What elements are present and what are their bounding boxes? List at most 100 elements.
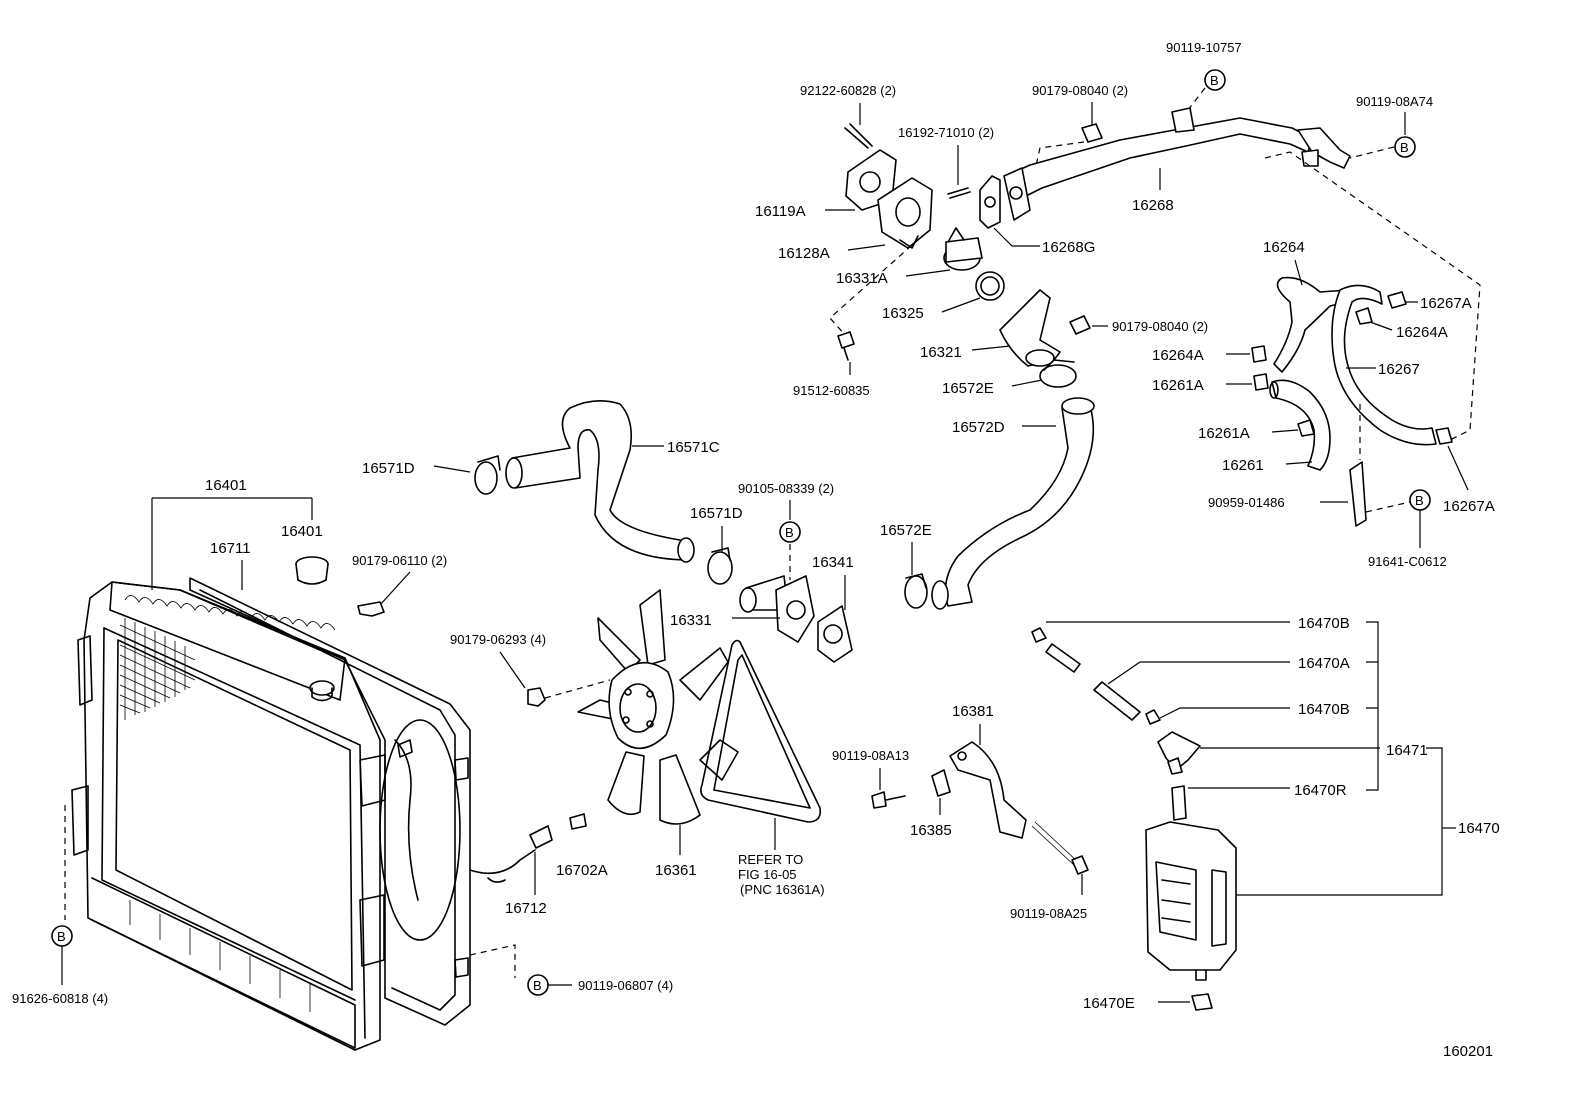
drain-plug-16470e[interactable] bbox=[1191, 993, 1213, 1011]
fan-shroud[interactable] bbox=[189, 577, 471, 1026]
drive-belt[interactable] bbox=[700, 639, 822, 823]
label-16331a: 16331A bbox=[836, 270, 888, 287]
label-16572e-mid: 16572E bbox=[880, 522, 932, 539]
svg-text:B: B bbox=[1400, 140, 1409, 155]
svg-text:B: B bbox=[533, 978, 542, 993]
svg-text:B: B bbox=[57, 929, 66, 944]
label-16572e-top: 16572E bbox=[942, 380, 994, 397]
label-90119-10757: 90119-10757 bbox=[1166, 40, 1242, 55]
label-90119-08a13: 90119-08A13 bbox=[832, 748, 909, 763]
hose-clamp-16261a-a[interactable] bbox=[1253, 373, 1269, 391]
callout-b-pipe-right: B bbox=[1394, 136, 1416, 158]
thermostat-16331a[interactable] bbox=[943, 227, 983, 271]
hose-clamp-16264a-left[interactable] bbox=[1251, 345, 1267, 363]
hose-clamp-16267a-bottom[interactable] bbox=[1435, 427, 1453, 445]
bolt-90179-08040-a[interactable] bbox=[1081, 123, 1103, 143]
water-outlet-16128a[interactable] bbox=[877, 177, 933, 249]
label-16385: 16385 bbox=[910, 822, 952, 839]
bolt-91512-60835[interactable] bbox=[837, 331, 855, 361]
reserve-tank-tube-16470r[interactable] bbox=[1171, 785, 1187, 821]
stud-92122-60828[interactable] bbox=[844, 123, 873, 149]
label-92122-60828: 92122-60828 (2) bbox=[800, 83, 896, 98]
hose-clamp-16264a-right[interactable] bbox=[1355, 307, 1373, 325]
label-16401-top: 16401 bbox=[205, 477, 247, 494]
label-16571d-mid: 16571D bbox=[690, 505, 743, 522]
svg-text:B: B bbox=[1210, 73, 1219, 88]
label-16470b-top: 16470B bbox=[1298, 615, 1350, 632]
callout-b-inlet: B bbox=[779, 521, 801, 543]
callout-b-bracket: B bbox=[1409, 489, 1431, 511]
hose-clamp-16572e-top[interactable] bbox=[1039, 359, 1077, 388]
label-16341: 16341 bbox=[812, 554, 854, 571]
reserve-tank-body[interactable] bbox=[1145, 821, 1237, 981]
fan-bracket-16381[interactable] bbox=[949, 741, 1027, 839]
callout-b-radiator: B bbox=[51, 925, 73, 947]
gasket-16341[interactable] bbox=[817, 605, 853, 663]
label-90179-06110: 90179-06110 (2) bbox=[352, 553, 447, 568]
hose-clamp-16261a-b[interactable] bbox=[1297, 419, 1315, 437]
label-91641-c0612: 91641-C0612 bbox=[1368, 554, 1447, 569]
water-outlet-16321[interactable] bbox=[999, 289, 1061, 367]
label-16712: 16712 bbox=[505, 900, 547, 917]
label-16401-cap: 16401 bbox=[281, 523, 323, 540]
label-90119-06807: 90119-06807 (4) bbox=[578, 978, 673, 993]
upper-radiator-hose[interactable] bbox=[505, 400, 695, 563]
radiator-label-group: 16401 16401 16711 bbox=[151, 477, 323, 590]
water-bypass-pipe[interactable] bbox=[1003, 107, 1351, 221]
spacer-16385[interactable] bbox=[931, 769, 951, 797]
label-16261a-a: 16261A bbox=[1152, 377, 1204, 394]
clip-16702a[interactable] bbox=[569, 813, 587, 830]
label-16702a: 16702A bbox=[556, 862, 608, 879]
label-90179-06293: 90179-06293 (4) bbox=[450, 632, 546, 647]
reserve-tank-hose-parts[interactable] bbox=[1031, 627, 1161, 725]
label-16571d-left: 16571D bbox=[362, 460, 415, 477]
label-refer-3: (PNC 16361A) bbox=[740, 882, 825, 897]
label-16571c: 16571C bbox=[667, 439, 720, 456]
label-90105-08339: 90105-08339 (2) bbox=[738, 481, 834, 496]
label-16361: 16361 bbox=[655, 862, 697, 879]
radiator-cap[interactable] bbox=[295, 556, 329, 585]
label-90119-08a74: 90119-08A74 bbox=[1356, 94, 1433, 109]
hose-clamp-16267a-top[interactable] bbox=[1387, 291, 1407, 309]
gasket-16268g[interactable] bbox=[979, 175, 1001, 229]
heater-hose-16267[interactable] bbox=[1331, 284, 1437, 446]
gasket-16325[interactable] bbox=[975, 271, 1005, 301]
label-16264a-right: 16264A bbox=[1396, 324, 1448, 341]
callout-b-pipe-top: B bbox=[1204, 69, 1226, 91]
radiator-assembly[interactable] bbox=[71, 581, 386, 1051]
bolt-90179-08040-b[interactable] bbox=[1069, 315, 1091, 335]
lower-radiator-hose[interactable] bbox=[931, 397, 1095, 610]
label-91512-60835: 91512-60835 bbox=[793, 383, 870, 398]
hose-clamp-left[interactable] bbox=[474, 455, 501, 495]
fan-wire-harness[interactable] bbox=[469, 825, 553, 883]
clip-90179-06110[interactable] bbox=[357, 601, 385, 617]
label-16267: 16267 bbox=[1378, 361, 1420, 378]
stud-16192-71010[interactable] bbox=[947, 187, 971, 199]
label-16128a: 16128A bbox=[778, 245, 830, 262]
label-16264: 16264 bbox=[1263, 239, 1305, 256]
label-90179-08040-b: 90179-08040 (2) bbox=[1112, 319, 1208, 334]
label-16470a: 16470A bbox=[1298, 655, 1350, 672]
label-refer-1: REFER TO bbox=[738, 852, 803, 867]
label-16470: 16470 bbox=[1458, 820, 1500, 837]
label-16119a: 16119A bbox=[755, 203, 806, 220]
hose-clamp-16572e-mid[interactable] bbox=[904, 573, 928, 609]
label-90119-08a25: 90119-08A25 bbox=[1010, 906, 1087, 921]
label-16470r: 16470R bbox=[1294, 782, 1347, 799]
svg-text:B: B bbox=[785, 525, 794, 540]
hose-clamp-mid[interactable] bbox=[707, 547, 733, 585]
reserve-tank-cap-16471[interactable] bbox=[1157, 731, 1201, 775]
fan-blade-assembly[interactable] bbox=[577, 589, 739, 825]
label-16261a-b: 16261A bbox=[1198, 425, 1250, 442]
bolt-90119-08a13[interactable] bbox=[871, 791, 906, 809]
svg-text:B: B bbox=[1415, 493, 1424, 508]
water-inlet[interactable] bbox=[739, 575, 815, 643]
label-16321: 16321 bbox=[920, 344, 962, 361]
hose-bracket-90959-01486[interactable] bbox=[1349, 461, 1367, 527]
label-refer-2: FIG 16-05 bbox=[738, 867, 797, 882]
nut-90179-06293[interactable] bbox=[527, 687, 546, 707]
label-90959-01486: 90959-01486 bbox=[1208, 495, 1285, 510]
label-90179-08040-a: 90179-08040 (2) bbox=[1032, 83, 1128, 98]
bolt-90119-08a25[interactable] bbox=[1031, 821, 1089, 875]
label-16268g: 16268G bbox=[1042, 239, 1095, 256]
